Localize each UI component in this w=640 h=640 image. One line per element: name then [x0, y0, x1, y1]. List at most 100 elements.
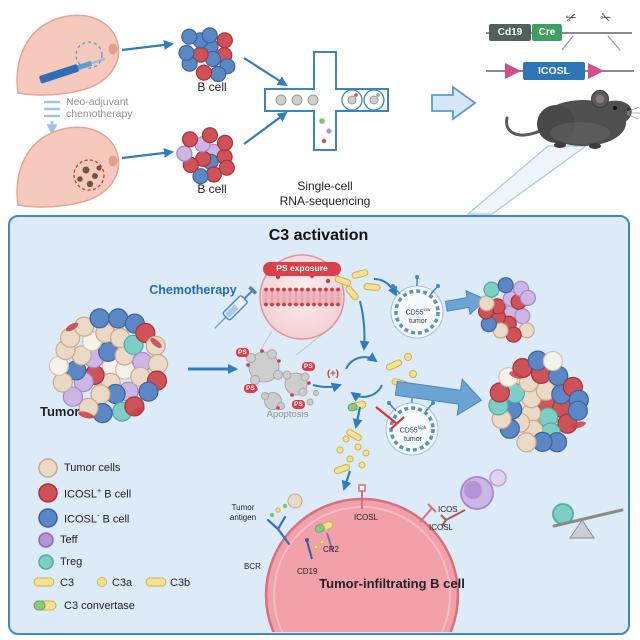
- b-cell-cluster-bottom: [176, 127, 235, 185]
- cd55-low-tumor: [390, 275, 444, 339]
- flow-arrows-top: [121, 39, 288, 160]
- bcr-receptor: [266, 515, 291, 546]
- cell: [138, 381, 159, 402]
- cell: [514, 307, 531, 325]
- legend-icosl-pos-swatch: [38, 483, 58, 503]
- icosl-gene-label: ICOSL: [537, 65, 571, 77]
- cd19-box: [489, 24, 531, 41]
- b-cell-label-bottom: B cell: [197, 182, 227, 196]
- cd19-label: CD19: [297, 567, 318, 576]
- tumor-cluster: [48, 308, 169, 424]
- legend-teff-swatch: [38, 532, 54, 548]
- cell: [201, 27, 218, 44]
- cell: [216, 134, 234, 151]
- c3a-scatter: [336, 435, 370, 469]
- gene-construct: [486, 24, 634, 80]
- cr2-label: CR2: [323, 545, 340, 554]
- cd55-high-tumor: [385, 392, 439, 456]
- ps-dots: [246, 349, 311, 410]
- cell: [181, 131, 199, 148]
- cell: [89, 308, 110, 329]
- icosl-mid-label: ICOSL: [353, 513, 378, 522]
- cell: [192, 168, 209, 185]
- cd55-high-label: CD55high tumor: [399, 425, 427, 444]
- tumor-vessels: [65, 322, 162, 419]
- c3-convertase-pill: [347, 400, 367, 412]
- tumor-label: Tumor: [40, 404, 80, 419]
- icos-label: ICOS: [438, 505, 458, 514]
- loxp-site-right: [588, 63, 604, 79]
- panel-title: C3 activation: [268, 227, 369, 244]
- cd55-low-label: CD55low tumor: [405, 307, 431, 326]
- legend-icosl-pos-label: ICOSL+ B cell: [64, 487, 132, 501]
- legend-c3a-swatch: [97, 577, 107, 587]
- syringe-icon: [214, 285, 258, 329]
- ps-exposure-zoom: [259, 254, 345, 340]
- mechanism-panel: C3 activation Chemotherapy PS exposure T…: [8, 215, 630, 635]
- legend-c3b-swatch: [145, 577, 167, 587]
- cell: [201, 127, 218, 144]
- tumor-antigen-chain: [269, 493, 303, 518]
- cell: [176, 145, 193, 162]
- small-tumor-cluster: [478, 277, 537, 343]
- cell: [195, 64, 212, 81]
- large-tumor-cluster: [488, 350, 589, 453]
- cell: [489, 382, 510, 403]
- arrow-to-large-tumor: [394, 378, 483, 416]
- cre-box: [532, 24, 562, 41]
- legend-c3-label: C3: [60, 577, 75, 589]
- ps-exposure-badge: PS exposure: [263, 262, 341, 276]
- neoadjuvant-label-line2: chemotherapy: [66, 108, 133, 120]
- legend-icosl-neg-swatch: [38, 508, 58, 528]
- teff-cell: [460, 469, 507, 510]
- tib-label: Tumor-infiltrating B cell: [319, 576, 465, 591]
- cell: [181, 28, 198, 45]
- b-cell-cluster-top: [178, 27, 236, 83]
- legend-c3-swatch: [33, 577, 55, 587]
- mouse-illustration: [505, 90, 640, 149]
- cell: [62, 386, 84, 407]
- cell: [218, 159, 235, 176]
- cell: [483, 281, 500, 298]
- panel-connector: [466, 145, 588, 215]
- legend-swatches: [33, 458, 167, 611]
- ps-badge: PS: [236, 348, 249, 357]
- legend-c3-convertase-label: C3 convertase: [64, 600, 135, 612]
- cd19-gene-label: Cd19: [497, 27, 523, 38]
- panel-illustration: [33, 254, 624, 632]
- breast-illustration-healthy: [16, 14, 120, 96]
- cell: [205, 166, 222, 183]
- icosl-receptor-right: [419, 503, 437, 523]
- cell: [216, 32, 233, 49]
- cr2-receptor: [313, 521, 334, 553]
- icosl-box: [523, 62, 585, 80]
- cell: [178, 44, 195, 62]
- microfluidic-device: [264, 51, 389, 151]
- tumor-antigen-label: Tumor antigen: [229, 503, 257, 522]
- scrna-label-line1: Single-cell: [297, 179, 353, 193]
- cd19-receptor: [305, 538, 313, 560]
- biopsy-needle-icon: [39, 58, 105, 84]
- plus-label: (+): [327, 368, 339, 379]
- bcr-label: BCR: [244, 562, 261, 571]
- b-cell-label-top: B cell: [197, 80, 227, 94]
- legend-treg-label: Treg: [60, 556, 83, 568]
- scrna-label-line2: RNA-sequencing: [279, 194, 371, 208]
- cell: [516, 432, 537, 453]
- legend-tumor-cell-swatch: [38, 458, 58, 478]
- inhibition-line: [375, 406, 405, 430]
- icos-receptor: [440, 509, 466, 527]
- cell: [497, 277, 514, 294]
- breast-illustration-tumor: [16, 126, 120, 208]
- cell: [542, 350, 564, 372]
- icosl-receptor-mid: [358, 484, 366, 509]
- ps-badge: PS: [302, 362, 315, 371]
- chemotherapy-label: Chemotherapy: [149, 283, 237, 297]
- legend-treg-swatch: [38, 554, 54, 570]
- loxp-site-left: [505, 63, 521, 79]
- cell: [52, 372, 73, 393]
- chemo-down-arrow-icon: [44, 100, 60, 136]
- legend-c3b-label: C3b: [170, 577, 191, 589]
- legend-teff-label: Teff: [60, 534, 78, 546]
